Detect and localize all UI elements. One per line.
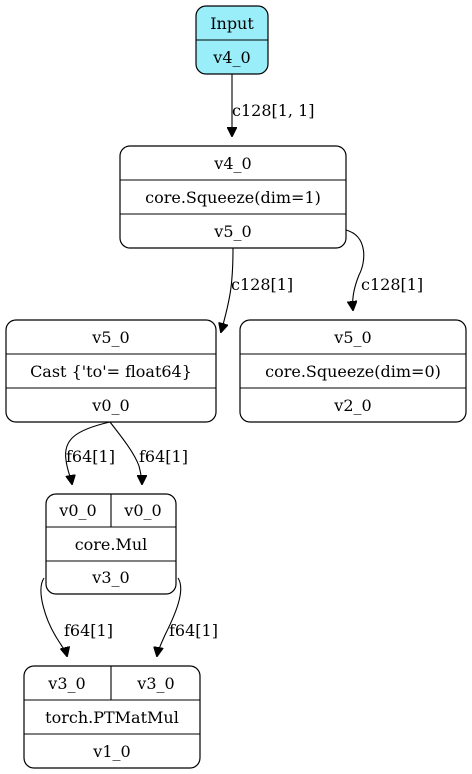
edge-mul-to-matmul-a: f64[1]: [40, 577, 113, 656]
node-matmul-input-a: v3_0: [47, 674, 85, 693]
node-squeeze0-input: v5_0: [333, 328, 371, 347]
edge-label-cast-mul-b: f64[1]: [139, 447, 188, 466]
node-mul-output: v3_0: [91, 568, 129, 587]
node-squeeze0[interactable]: v5_0 core.Squeeze(dim=0) v2_0: [239, 319, 467, 423]
node-mul-op: core.Mul: [75, 535, 148, 554]
node-cast-op: Cast {'to'= float64}: [30, 362, 192, 381]
node-squeeze1-op: core.Squeeze(dim=1): [145, 188, 321, 207]
node-input-title: Input: [210, 14, 254, 33]
node-mul-input-a: v0_0: [58, 501, 96, 520]
node-squeeze0-op: core.Squeeze(dim=0): [265, 362, 441, 381]
node-cast-output: v0_0: [91, 396, 129, 415]
node-squeeze1[interactable]: v4_0 core.Squeeze(dim=1) v5_0: [119, 145, 347, 249]
node-mul[interactable]: v0_0 v0_0 core.Mul v3_0: [45, 493, 177, 595]
node-input[interactable]: Input v4_0: [195, 5, 269, 75]
edge-cast-to-mul-a: f64[1]: [65, 421, 115, 484]
node-matmul-op: torch.PTMatMul: [45, 708, 179, 727]
node-matmul-input-b: v3_0: [136, 674, 174, 693]
node-squeeze0-output: v2_0: [333, 396, 371, 415]
node-cast-input: v5_0: [91, 328, 129, 347]
node-squeeze1-input: v4_0: [213, 154, 251, 173]
edge-mul-to-matmul-b: f64[1]: [157, 577, 218, 656]
edge-label-squeeze1-cast: c128[1]: [231, 275, 293, 294]
node-matmul-output: v1_0: [92, 742, 130, 761]
node-mul-input-b: v0_0: [123, 501, 161, 520]
edge-label-cast-mul-a: f64[1]: [66, 447, 115, 466]
edge-squeeze1-to-cast: c128[1]: [221, 247, 293, 332]
node-matmul[interactable]: v3_0 v3_0 torch.PTMatMul v1_0: [23, 665, 201, 769]
edge-label-mul-matmul-b: f64[1]: [169, 621, 218, 640]
node-squeeze1-output: v5_0: [213, 222, 251, 241]
node-input-output: v4_0: [212, 48, 250, 67]
node-cast[interactable]: v5_0 Cast {'to'= float64} v0_0: [5, 319, 217, 423]
edge-label-mul-matmul-a: f64[1]: [64, 621, 113, 640]
edge-label-input-squeeze1: c128[1, 1]: [232, 101, 315, 120]
edge-input-to-squeeze1: c128[1, 1]: [232, 74, 315, 136]
edge-squeeze1-to-squeeze0: c128[1]: [345, 229, 423, 310]
edge-label-squeeze1-squeeze0: c128[1]: [361, 275, 423, 294]
edge-cast-to-mul-b: f64[1]: [109, 421, 188, 484]
